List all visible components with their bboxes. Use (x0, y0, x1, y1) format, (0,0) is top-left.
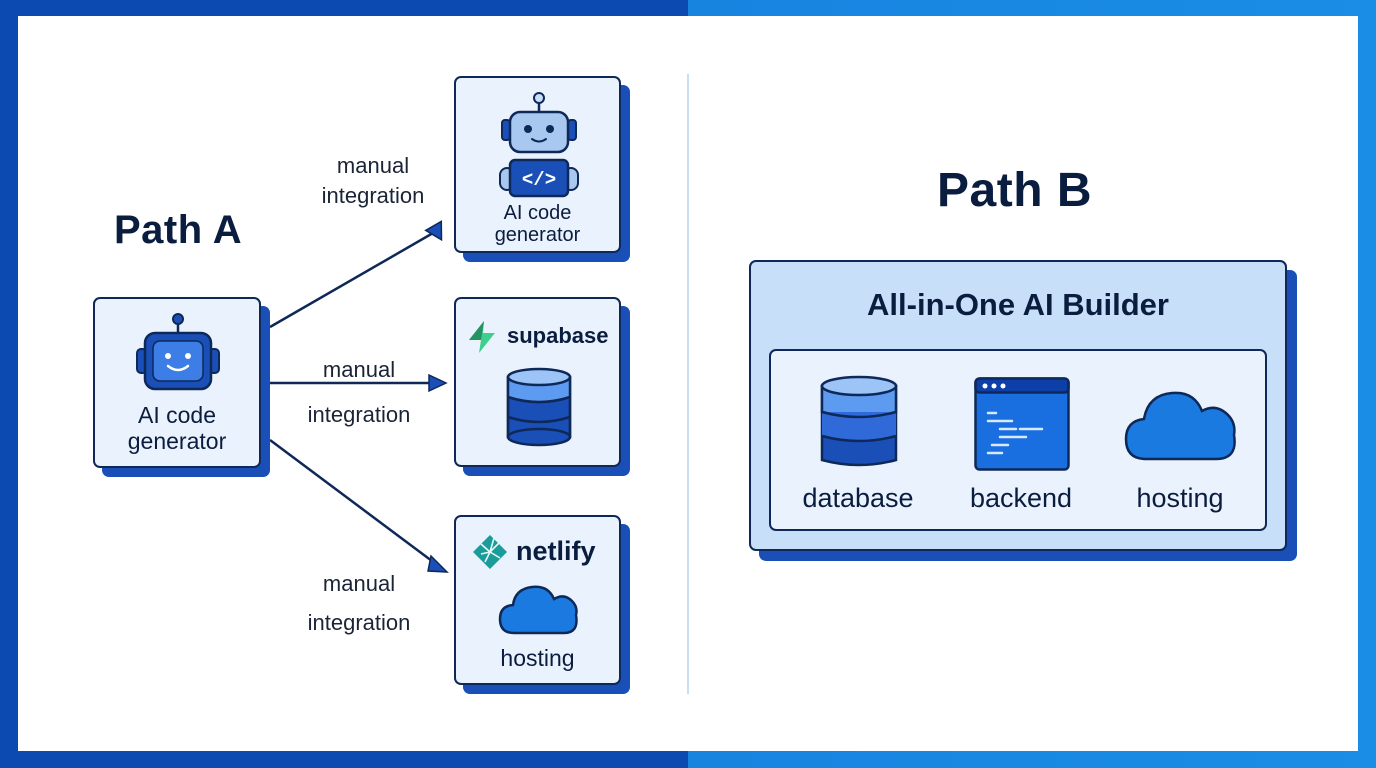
target-ai-code-generator-card: </> AI code generator (454, 76, 621, 253)
arrowhead-1 (424, 220, 443, 242)
netlify-card: netlify hosting (454, 515, 621, 685)
arrow-label-middle: manual integration (307, 357, 411, 427)
svg-text:</>: </> (522, 169, 556, 191)
builder-cloud-icon (1124, 391, 1236, 461)
path-divider (687, 74, 689, 694)
builder-title: All-in-One AI Builder (867, 287, 1169, 322)
arrow-label-top: manual integration (321, 153, 425, 208)
path-a-title: Path A (114, 208, 243, 252)
builder-database-icon (820, 375, 898, 467)
robot-code-icon: </> (499, 92, 579, 198)
supabase-card: supabase (454, 297, 621, 467)
source-card-label: AI code generator (127, 402, 227, 454)
arrowhead-3 (427, 554, 449, 573)
supabase-brand: supabase (507, 323, 609, 348)
arrow-label-bottom: manual integration (307, 571, 411, 635)
database-icon (506, 367, 572, 447)
arrowhead-2 (428, 373, 448, 393)
service-database-label: database (802, 483, 914, 513)
arrow-to-netlify (269, 438, 441, 569)
service-backend-label: backend (969, 483, 1073, 513)
source-ai-code-generator-card: AI code generator (93, 297, 261, 468)
netlify-logo-icon (473, 535, 507, 569)
arrow-to-ai-code-generator (269, 227, 441, 329)
service-hosting-label: hosting (1136, 483, 1224, 513)
supabase-bolt-icon (469, 321, 495, 353)
netlify-brand: netlify (516, 536, 596, 566)
robot-face-icon (136, 313, 220, 391)
path-b-title: Path B (937, 164, 1093, 217)
code-window-icon (974, 377, 1070, 471)
target-1-label: AI code generator (494, 202, 581, 246)
cloud-icon (498, 585, 578, 635)
netlify-hosting-label: hosting (500, 645, 575, 671)
